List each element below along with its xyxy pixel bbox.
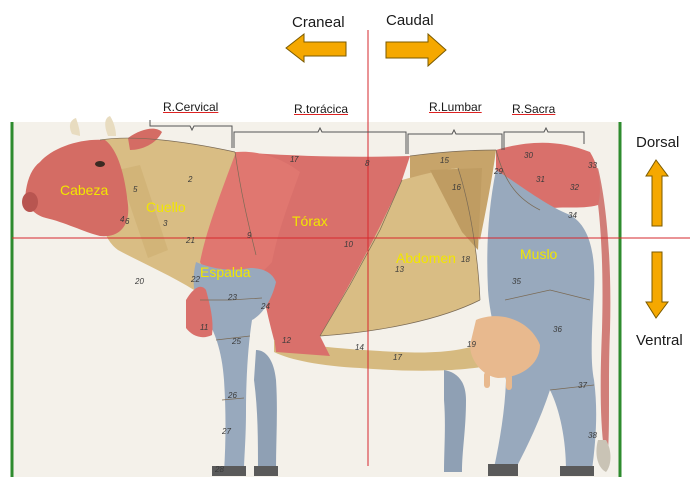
- region-number-37: 37: [578, 381, 587, 390]
- region-number-23: 23: [227, 293, 237, 302]
- region-number-2: 2: [187, 175, 193, 184]
- region-number-7: 7: [294, 155, 299, 164]
- dorsal-label: Dorsal: [636, 134, 679, 151]
- hoof: [560, 466, 594, 476]
- cow-eye: [95, 161, 105, 167]
- espalda-label: Espalda: [200, 264, 251, 280]
- region-number-21: 21: [185, 236, 195, 245]
- region-number-33: 33: [588, 161, 597, 170]
- region-number-29: 29: [493, 167, 503, 176]
- region-number-3: 3: [163, 219, 168, 228]
- region-toracica-label: R.torácica: [294, 102, 348, 116]
- region-number-5: 5: [133, 185, 138, 194]
- caudal-arrow-icon: [386, 34, 446, 66]
- dorsal-arrow-icon: [646, 160, 668, 226]
- region-number-31: 31: [536, 175, 545, 184]
- torax-label: Tórax: [292, 213, 328, 229]
- region-number-11: 11: [200, 323, 208, 332]
- region-number-9: 9: [247, 231, 252, 240]
- region-number-20: 20: [134, 277, 144, 286]
- region-number-27: 27: [221, 427, 231, 436]
- region-number-25: 25: [231, 337, 241, 346]
- region-number-34: 34: [568, 211, 577, 220]
- region-lumbar-label: R.Lumbar: [429, 100, 482, 114]
- ventral-arrow-icon: [646, 252, 668, 318]
- cow-muzzle: [22, 192, 38, 212]
- abdomen-label: Abdomen: [396, 250, 456, 266]
- craneal-arrow-icon: [286, 34, 346, 62]
- ventral-label: Ventral: [636, 332, 683, 349]
- region-number-18: 18: [461, 255, 470, 264]
- region-number-36: 36: [553, 325, 562, 334]
- region-number-6: 6: [125, 217, 130, 226]
- region-number-35: 35: [512, 277, 521, 286]
- region-number-26: 26: [227, 391, 237, 400]
- caudal-label: Caudal: [386, 12, 434, 29]
- region-number-32: 32: [570, 183, 579, 192]
- cuello-label: Cuello: [146, 199, 186, 215]
- craneal-label: Craneal: [292, 14, 345, 31]
- region-number-12: 12: [282, 336, 291, 345]
- region-number-17: 17: [393, 353, 402, 362]
- region-number-8: 8: [365, 159, 370, 168]
- muslo-label: Muslo: [520, 246, 557, 262]
- region-number-15: 15: [440, 156, 449, 165]
- region-number-14: 14: [355, 343, 364, 352]
- region-number-19: 19: [467, 340, 476, 349]
- region-sacra-label: R.Sacra: [512, 102, 555, 116]
- hoof: [254, 466, 278, 476]
- region-number-24: 24: [260, 302, 270, 311]
- region-number-38: 38: [588, 431, 597, 440]
- teat: [506, 374, 512, 390]
- hoof: [488, 464, 518, 476]
- region-number-30: 30: [524, 151, 533, 160]
- region-number-10: 10: [344, 240, 353, 249]
- teat: [484, 372, 490, 388]
- region-cervical-label: R.Cervical: [163, 100, 218, 114]
- region-number-28: 28: [214, 465, 224, 474]
- cabeza-label: Cabeza: [60, 182, 108, 198]
- region-number-13: 13: [395, 265, 404, 274]
- region-number-22: 22: [190, 275, 200, 284]
- region-number-16: 16: [452, 183, 461, 192]
